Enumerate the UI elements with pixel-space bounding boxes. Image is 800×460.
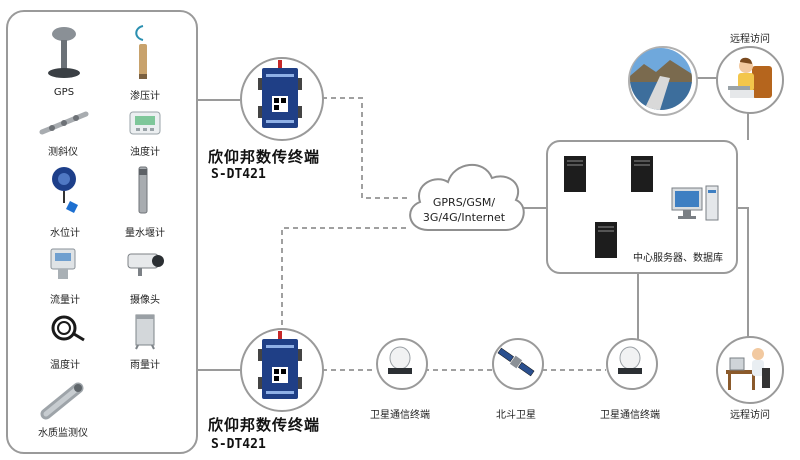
- cloud-label-line1: GPRS/GSM/: [432, 196, 496, 209]
- cloud-label-line2: 3G/4G/Internet: [422, 211, 506, 224]
- turbidimeter-icon: [129, 111, 161, 135]
- inclinometer-icon: [39, 111, 89, 135]
- sensor-panel: [6, 10, 198, 454]
- sensor-label-turbidimeter: 浊度计: [130, 147, 160, 158]
- server-tower-icon: [595, 222, 617, 258]
- server-tower-icon: [564, 156, 586, 192]
- satellite-terminal-icon: [618, 346, 642, 374]
- sensor-label-inclinometer: 测斜仪: [48, 147, 78, 158]
- server-tower-icon: [631, 156, 653, 192]
- satellite-icon: [497, 347, 535, 377]
- terminal-bottom-name: 欣仰邦数传终端: [208, 416, 321, 434]
- terminal-top-name: 欣仰邦数传终端: [208, 148, 321, 166]
- camera-icon: [127, 253, 164, 276]
- sensor-label-water-level: 水位计: [50, 228, 80, 239]
- desktop-computer-icon: [671, 185, 719, 221]
- remote-bottom-label: 远程访问: [730, 410, 770, 421]
- dtu-device-icon: [258, 331, 302, 399]
- remote-top-node: [716, 46, 784, 114]
- satellite-terminal-icon: [388, 346, 412, 374]
- cloud-network-icon: [409, 163, 525, 231]
- sensor-label-thermometer: 温度计: [50, 360, 80, 371]
- person-at-laptop-icon: [728, 57, 772, 98]
- thermometer-icon: [51, 315, 85, 342]
- weir-gauge-icon: [138, 166, 148, 214]
- flow-meter-icon: [50, 248, 76, 279]
- water-level-sensor-icon: [52, 167, 78, 213]
- server-label: 中心服务器、数据库: [633, 253, 723, 264]
- dtu-device-icon: [258, 60, 302, 128]
- piezometer-icon: [135, 25, 147, 79]
- sensor-label-gps: GPS: [53, 87, 75, 98]
- gps-antenna-icon: [48, 27, 80, 78]
- sensor-label-flow-meter: 流量计: [50, 295, 80, 306]
- rain-gauge-icon: [135, 314, 155, 350]
- satellite-label: 北斗卫星: [496, 410, 536, 421]
- sensor-label-water-quality: 水质监测仪: [38, 428, 88, 439]
- water-quality-sensor-icon: [40, 382, 84, 420]
- sat-terminal-left-label: 卫星通信终端: [370, 410, 430, 421]
- sensor-label-piezometer: 渗压计: [130, 91, 160, 102]
- dam-photo-icon: [630, 48, 692, 110]
- terminal-bottom-model: S-DT421: [211, 437, 266, 452]
- sensor-label-weir-gauge: 量水堰计: [125, 228, 165, 239]
- person-at-desk-icon: [726, 348, 770, 390]
- terminal-top-model: S-DT421: [211, 167, 266, 182]
- sat-terminal-right-label: 卫星通信终端: [600, 410, 660, 421]
- sensor-label-camera: 摄像头: [130, 295, 160, 306]
- remote-top-label: 远程访问: [730, 34, 770, 45]
- sensor-label-rain-gauge: 雨量计: [130, 360, 160, 371]
